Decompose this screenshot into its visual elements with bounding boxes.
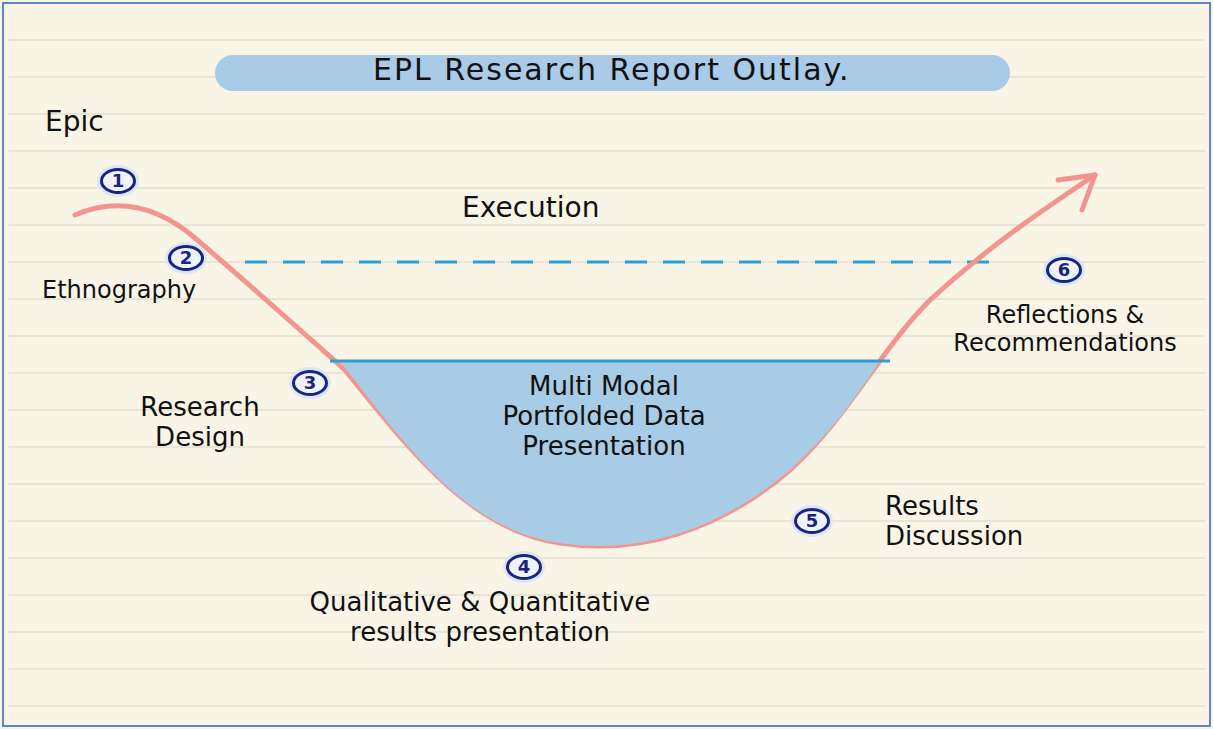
title: EPL Research Report Outlay. (373, 53, 851, 88)
stage-label: Research Design (100, 393, 300, 453)
callout-number: 4 (518, 558, 531, 576)
callout-number: 6 (1058, 261, 1071, 279)
callout-number: 3 (304, 374, 317, 392)
callout-circle: 6 (1046, 257, 1082, 283)
circle-ring (1048, 259, 1081, 282)
callout-circle: 5 (794, 508, 830, 534)
circle-ring (102, 170, 135, 193)
circle-ring (796, 510, 829, 533)
circle-halo (503, 551, 545, 583)
stage-label: Reflections & Recommendations (945, 302, 1185, 357)
callout-circle: 4 (506, 554, 542, 580)
circle-halo (791, 505, 833, 537)
circle-halo (1043, 254, 1085, 286)
stage-label: Ethnography (42, 277, 196, 305)
region-text: Multi Modal Portfolded Data Presentation (473, 372, 735, 462)
circle-halo (289, 367, 331, 399)
circle-ring (508, 556, 541, 579)
stage-label: Results Discussion (885, 492, 1060, 552)
water-line (330, 360, 890, 363)
circle-halo (165, 242, 207, 274)
stage-label: Qualitative & Quantitative results prese… (290, 588, 670, 648)
stage-label: Epic (45, 106, 104, 138)
bowl-fill (340, 361, 880, 546)
stage-label: Execution (462, 192, 599, 224)
callout-circle: 2 (168, 245, 204, 271)
circle-halo (97, 165, 139, 197)
circle-ring (170, 247, 203, 270)
callout-number: 5 (806, 512, 819, 530)
callout-number: 1 (112, 172, 125, 190)
callout-circle: 1 (100, 168, 136, 194)
callout-circle: 3 (292, 370, 328, 396)
circle-ring (294, 372, 327, 395)
callout-number: 2 (180, 249, 193, 267)
